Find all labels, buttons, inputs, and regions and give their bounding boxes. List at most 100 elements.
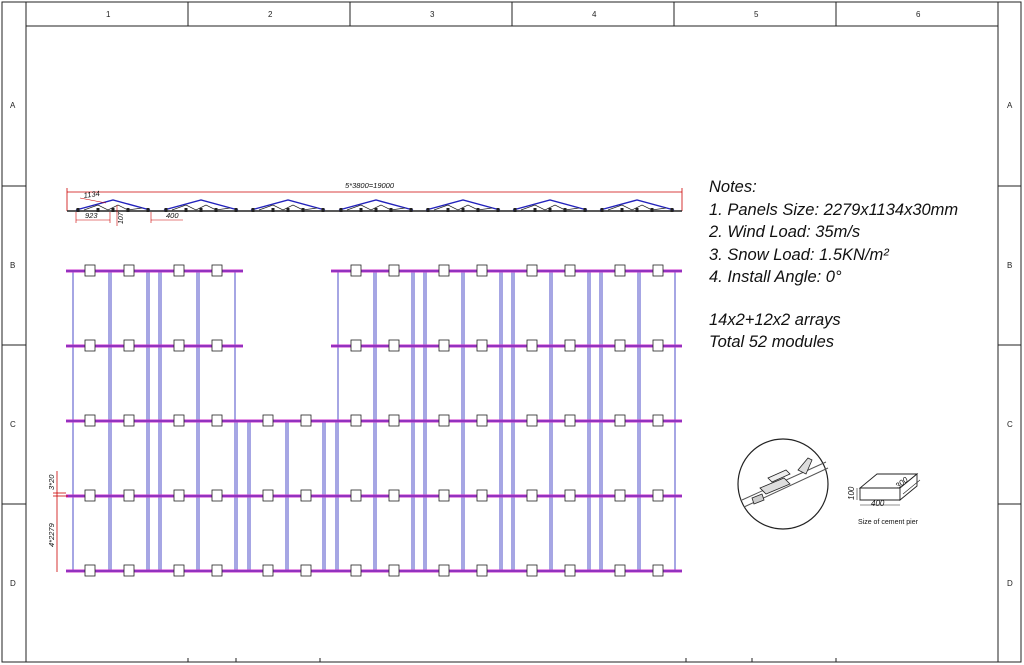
pier-marker xyxy=(211,339,223,352)
truss-web xyxy=(258,204,318,211)
truss-foot xyxy=(496,208,500,212)
pier-marker xyxy=(388,414,400,427)
pier-marker xyxy=(526,264,538,277)
pier-marker xyxy=(564,264,576,277)
truss-web xyxy=(346,204,406,211)
pier-marker xyxy=(173,414,185,427)
pier-marker xyxy=(173,264,185,277)
truss-top xyxy=(338,199,414,211)
pier-marker xyxy=(300,414,312,427)
pier-marker xyxy=(526,339,538,352)
truss-top xyxy=(75,199,151,211)
note-arrays: 14x2+12x2 arrays xyxy=(709,310,841,329)
overall-dim-label: 5*3800=19000 xyxy=(345,181,395,190)
note-snow-load: 3. Snow Load: 1.5KN/m² xyxy=(709,245,889,264)
pier-marker xyxy=(84,339,96,352)
truss-foot xyxy=(111,208,115,212)
note-install-angle: 4. Install Angle: 0° xyxy=(709,268,842,286)
cement-pier: 100 400 300 xyxy=(847,473,921,508)
truss-foot xyxy=(563,208,567,212)
side-view: 5*3800=19000 1134 923 107 400 xyxy=(66,181,683,226)
truss-foot xyxy=(96,208,100,212)
truss-web xyxy=(83,204,143,211)
pier-marker xyxy=(300,564,312,577)
truss-foot xyxy=(426,208,430,212)
truss-foot xyxy=(461,208,465,212)
truss-foot xyxy=(146,208,150,212)
pier-marker xyxy=(438,414,450,427)
pier-marker xyxy=(476,564,488,577)
pier-marker xyxy=(526,489,538,502)
row-label-a-left: A xyxy=(10,101,16,110)
pier-marker xyxy=(564,564,576,577)
pier-marker xyxy=(84,564,96,577)
pier-marker xyxy=(614,414,626,427)
pier-marker xyxy=(173,564,185,577)
notes-block: Notes: 1. Panels Size: 2279x1134x30mm 2.… xyxy=(709,176,958,354)
truss-web xyxy=(607,204,667,211)
row-label-c-right: C xyxy=(1007,420,1013,429)
pier-marker xyxy=(84,414,96,427)
pier-marker xyxy=(614,264,626,277)
pier-marker xyxy=(123,339,135,352)
col-label-4: 4 xyxy=(592,10,597,19)
truss-foot xyxy=(409,208,413,212)
pier-marker xyxy=(262,489,274,502)
truss-2 xyxy=(163,199,239,212)
col-label-2: 2 xyxy=(268,10,273,19)
pier-marker xyxy=(476,489,488,502)
note-wind-load: 2. Wind Load: 35m/s xyxy=(709,223,861,241)
truss-foot xyxy=(301,208,305,212)
truss-top xyxy=(512,199,588,211)
truss-foot xyxy=(476,208,480,212)
pier-marker xyxy=(388,339,400,352)
pier-marker xyxy=(211,414,223,427)
truss-top xyxy=(599,199,675,211)
pier-marker xyxy=(564,339,576,352)
truss-foot xyxy=(374,208,378,212)
pier-marker xyxy=(350,564,362,577)
pier-width: 400 xyxy=(871,499,885,508)
truss-foot xyxy=(650,208,654,212)
truss-foot xyxy=(600,208,604,212)
col-label-6: 6 xyxy=(916,10,921,19)
height-dim-label: 107 xyxy=(118,211,125,224)
truss-foot xyxy=(583,208,587,212)
clamp-detail xyxy=(737,438,829,530)
truss-foot xyxy=(533,208,537,212)
truss-4 xyxy=(338,199,414,212)
plan-view xyxy=(66,264,682,577)
truss-top xyxy=(425,199,501,211)
pier-marker xyxy=(350,264,362,277)
truss-foot xyxy=(251,208,255,212)
truss-foot xyxy=(359,208,363,212)
notes-heading: Notes: xyxy=(709,178,757,196)
row-spacing-dim: 3*20 xyxy=(47,474,56,490)
row-label-d-left: D xyxy=(10,579,16,588)
truss-foot xyxy=(271,208,275,212)
pier-marker xyxy=(211,564,223,577)
pier-marker xyxy=(564,414,576,427)
truss-foot xyxy=(670,208,674,212)
pier-marker xyxy=(84,264,96,277)
row-strips xyxy=(2,185,1021,505)
truss-foot xyxy=(199,208,203,212)
col-label-1: 1 xyxy=(106,10,111,19)
pier-marker xyxy=(262,564,274,577)
truss-foot xyxy=(126,208,130,212)
pier-marker xyxy=(211,489,223,502)
pier-marker xyxy=(350,339,362,352)
truss-web xyxy=(520,204,580,211)
truss-foot xyxy=(635,208,639,212)
truss-5 xyxy=(425,199,501,212)
pier-marker xyxy=(476,264,488,277)
pier-height: 100 xyxy=(847,486,856,500)
bottom-ticks xyxy=(187,658,837,662)
pier-marker xyxy=(526,564,538,577)
row-label-d-right: D xyxy=(1007,579,1013,588)
pier-marker xyxy=(350,489,362,502)
truss-foot xyxy=(184,208,188,212)
truss-foot xyxy=(164,208,168,212)
pier-marker xyxy=(476,414,488,427)
